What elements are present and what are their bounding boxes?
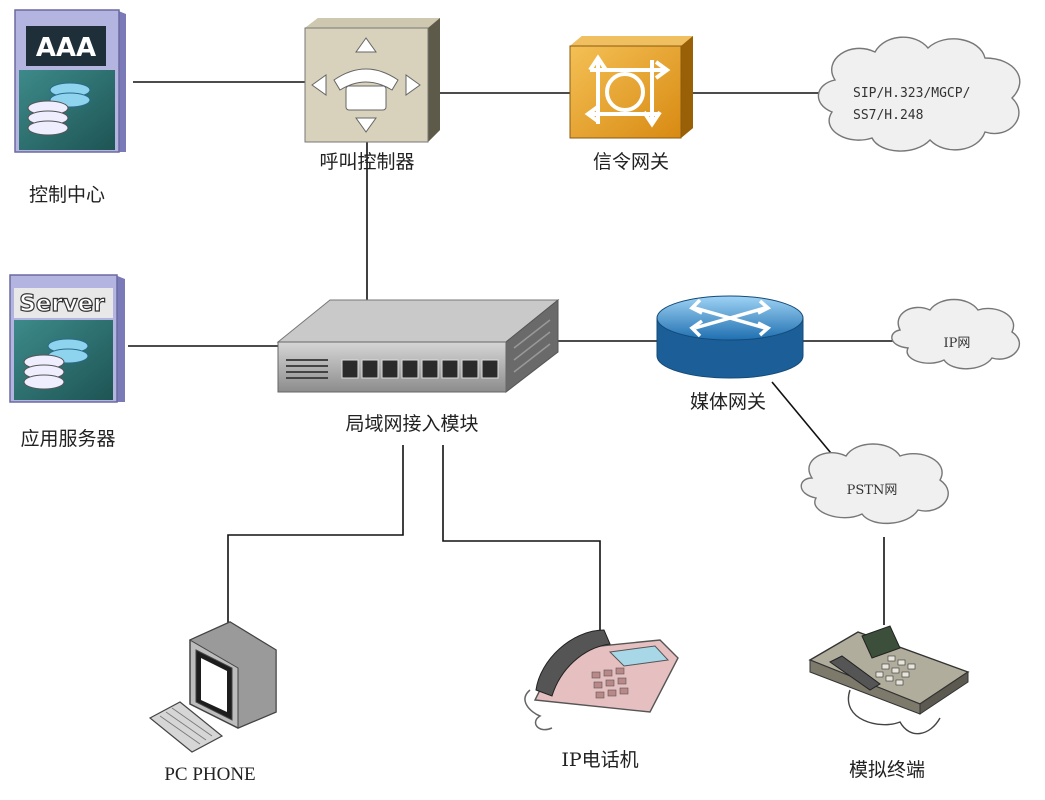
app-server-node: Server 应用服务器 xyxy=(9,274,125,450)
analog-phone-handset-icon xyxy=(829,655,881,691)
database-icon xyxy=(27,82,91,136)
analog-phone-screen xyxy=(861,625,901,659)
ip-phone-node: IP电话机 xyxy=(524,629,679,771)
siggw-face xyxy=(569,45,682,139)
pc-phone-label: PC PHONE xyxy=(164,764,255,785)
server-badge-bg xyxy=(14,288,113,318)
analog-phone-keypad-icon xyxy=(875,655,916,686)
protocol-cloud: SIP/H.323/MGCP/ SS7/H.248 xyxy=(817,36,1021,152)
protocol-cloud-line1: SIP/H.323/MGCP/ xyxy=(853,86,970,101)
keyboard-icon xyxy=(148,701,224,753)
switch-vent-icon xyxy=(286,359,328,379)
aaa-badge: AAA xyxy=(36,33,96,63)
link-lan-pcphone xyxy=(227,445,404,625)
server-badge-bg xyxy=(26,26,106,66)
call-controller-node: 呼叫控制器 xyxy=(304,18,440,173)
call-controller-label: 呼叫控制器 xyxy=(319,151,414,173)
switch-ports-icon xyxy=(341,359,499,379)
ip-net-cloud: IP网 xyxy=(891,298,1020,370)
pstn-net-label: PSTN网 xyxy=(847,483,898,498)
lan-switch-node: 局域网接入模块 xyxy=(276,298,560,435)
protocol-cloud-line2: SS7/H.248 xyxy=(853,108,923,123)
ip-phone-handset-icon xyxy=(535,629,611,697)
ip-phone-keypad-icon xyxy=(591,667,629,699)
ip-phone-display xyxy=(608,645,670,667)
connections xyxy=(128,81,893,632)
link-lan-ipphone xyxy=(442,445,601,632)
server-badge: Server xyxy=(19,291,105,317)
app-server-label: 应用服务器 xyxy=(20,428,115,450)
router-arrows-icon xyxy=(689,298,772,338)
pc-phone-node: PC PHONE xyxy=(148,621,277,785)
analog-phone-cord xyxy=(847,689,941,735)
ip-net-label: IP网 xyxy=(944,336,971,351)
control-center-node: AAA 控制中心 xyxy=(14,9,126,206)
analog-terminal-node: 模拟终端 xyxy=(808,625,970,781)
gateway-arrows-icon xyxy=(584,54,671,128)
media-gateway-node: 媒体网关 xyxy=(656,295,804,413)
ip-phone-label: IP电话机 xyxy=(561,749,638,771)
switch-side-ports-icon xyxy=(513,319,551,373)
media-gateway-label: 媒体网关 xyxy=(690,391,766,413)
analog-terminal-label: 模拟终端 xyxy=(849,759,925,781)
signaling-gateway-label: 信令网关 xyxy=(593,151,669,173)
ip-phone-cord xyxy=(524,689,553,731)
telephone-icon xyxy=(311,37,421,133)
lan-module-label: 局域网接入模块 xyxy=(345,413,478,435)
signaling-gateway-node: 信令网关 xyxy=(569,36,693,173)
pstn-net-cloud: PSTN网 xyxy=(800,443,949,525)
database-icon xyxy=(23,338,89,390)
control-center-label: 控制中心 xyxy=(29,184,105,206)
